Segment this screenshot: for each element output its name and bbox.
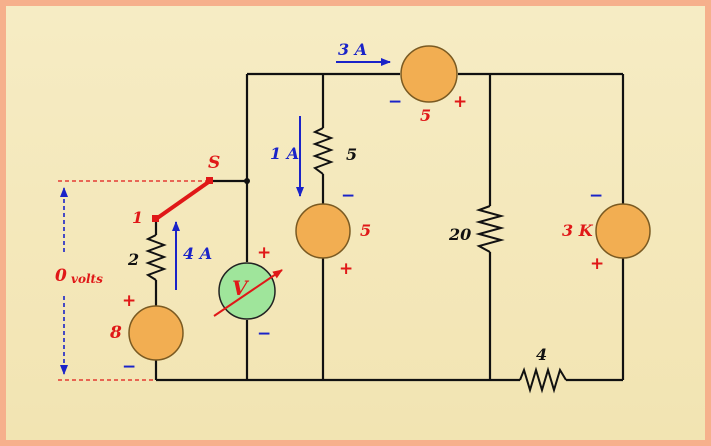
zero-volts-value: 0 — [55, 266, 67, 286]
wires — [154, 72, 625, 382]
zero-volts-unit: volts — [71, 272, 103, 286]
node-switch — [244, 178, 250, 184]
source-top — [400, 45, 458, 103]
source-dependent — [595, 203, 651, 259]
left-source-plus: + — [122, 291, 136, 311]
mid-source-minus: − — [341, 186, 355, 206]
resistor-left — [145, 234, 167, 281]
switch-contact — [206, 177, 213, 184]
resistor-bottom — [519, 366, 567, 394]
voltmeter — [218, 262, 276, 320]
top-source-minus: − — [388, 92, 402, 112]
top-source-plus: + — [453, 92, 467, 112]
voltmeter-plus: + — [257, 243, 271, 263]
zero-volts-guides — [58, 180, 210, 381]
voltmeter-needle — [213, 269, 283, 317]
bottom-resistor-label: 4 — [536, 345, 547, 364]
mid-source-plus: + — [339, 259, 353, 279]
switch-pole-1 — [152, 215, 159, 222]
left-source-minus: − — [122, 357, 136, 377]
top-source-label: 5 — [420, 106, 431, 125]
source-left — [128, 305, 184, 361]
mid-source-label: 5 — [360, 221, 371, 240]
right-resistor-label: 20 — [448, 225, 471, 244]
voltmeter-minus: − — [257, 324, 271, 344]
mid-current-label: 1 A — [270, 144, 299, 163]
top-current-label: 3 A — [338, 40, 367, 59]
source-mid — [295, 203, 351, 259]
dependent-source-minus: − — [589, 186, 603, 206]
dependent-source-plus: + — [590, 254, 604, 274]
resistor-20 — [475, 205, 505, 253]
switch-label: S — [208, 153, 220, 173]
left-current-label: 4 A — [183, 244, 212, 263]
left-resistor-label: 2 — [127, 250, 139, 269]
left-source-label: 8 — [109, 323, 122, 343]
switch-pole-label: 1 — [132, 208, 143, 227]
dependent-source-label: 3 K — [562, 221, 594, 240]
voltmeter-label: V — [232, 276, 250, 300]
switch-blade — [154, 179, 212, 221]
resistor-mid — [312, 127, 334, 175]
mid-resistor-label: 5 — [346, 145, 357, 164]
